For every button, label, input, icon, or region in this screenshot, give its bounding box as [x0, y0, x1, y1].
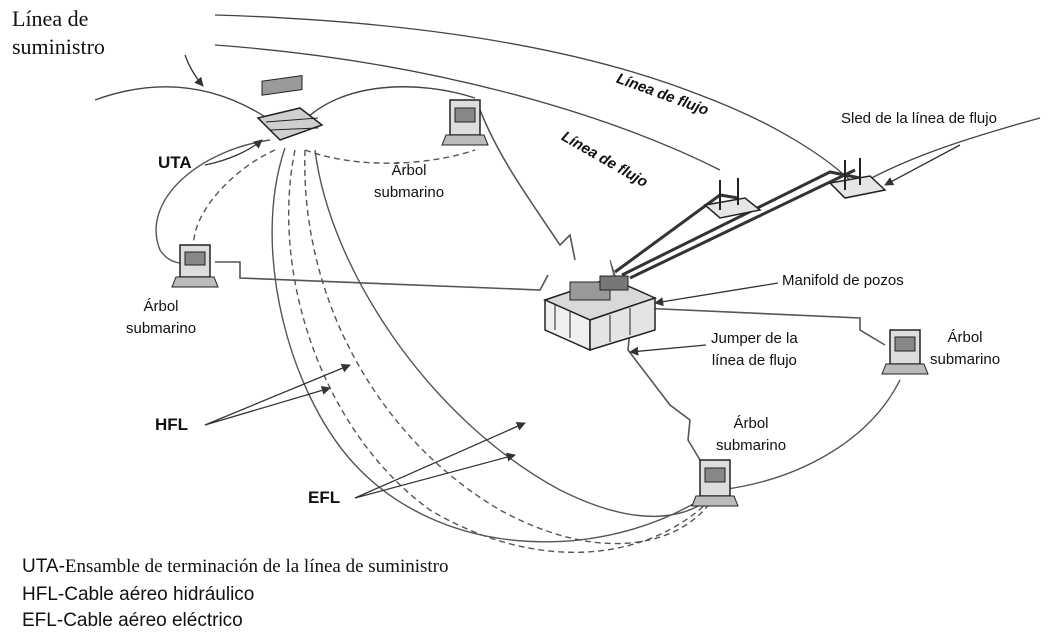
label-manifold: Manifold de pozos [782, 272, 904, 289]
jumpers [215, 109, 886, 461]
sled-1 [703, 178, 762, 219]
label-arbol-left: Árbol submarino [126, 298, 197, 337]
supply-line [94, 86, 476, 126]
label-efl: EFL [308, 488, 341, 507]
annotation-arrows [184, 54, 961, 499]
label-linea-suministro: Línea de suministro [12, 6, 105, 59]
label-arbol-bottom: Árbol submarino [716, 415, 787, 454]
label-uta: UTA [158, 153, 192, 172]
uta-unit [256, 74, 324, 141]
legend-efl: EFL-Cable aéreo eléctrico [22, 610, 243, 632]
flying-leads [155, 139, 901, 554]
label-hfl: HFL [155, 415, 189, 434]
label-arbol-right: Árbol submarino [930, 329, 1001, 368]
legend-efl-text: Cable aéreo eléctrico [63, 610, 243, 631]
legend-uta-text: Ensamble de terminación de la línea de s… [64, 556, 449, 577]
tree-top [441, 99, 489, 146]
legend-hfl: HFL-Cable aéreo hidráulico [22, 584, 254, 606]
legend-efl-abbr: EFL- [22, 610, 64, 631]
tree-left [171, 244, 219, 288]
legend-uta: UTA-Ensamble de terminación de la línea … [22, 556, 449, 578]
legend-hfl-text: Cable aéreo hidráulico [64, 584, 255, 605]
sled-2 [828, 158, 887, 199]
legend-hfl-abbr: HFL- [22, 584, 65, 605]
manifold-structure [542, 275, 658, 352]
label-arbol-top: Árbol submarino [374, 162, 445, 201]
legend-uta-abbr: UTA- [22, 556, 65, 577]
label-jumper: Jumper de la línea de flujo [711, 330, 798, 369]
tree-bottom [691, 459, 739, 507]
tree-right [881, 329, 929, 375]
label-sled: Sled de la línea de flujo [841, 110, 997, 127]
